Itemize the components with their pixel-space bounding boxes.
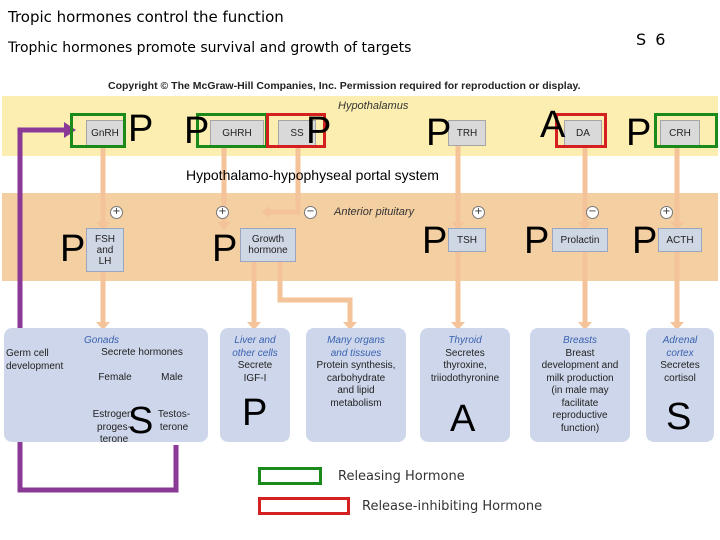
annotation-p: P — [212, 228, 238, 270]
annotation-a: A — [540, 104, 566, 146]
gonads-secrete: Secrete hormones — [101, 347, 183, 358]
adrenal-panel — [646, 328, 714, 442]
female-hormones: Estrogen, proges- terone — [92, 409, 136, 445]
hormone-ghrh: GHRH — [210, 120, 264, 146]
feedback-loop-line — [17, 127, 179, 493]
legend-inhibiting-label: Release-inhibiting Hormone — [362, 499, 543, 514]
arrowhead — [217, 222, 231, 230]
hormone-gnrh: GnRH — [86, 120, 124, 146]
annotation-p: P — [60, 228, 86, 270]
annotation-p: P — [524, 220, 550, 262]
pituitary-acth: ACTH — [658, 228, 702, 252]
pituitary-growth-hormone: Growth hormone — [240, 228, 296, 262]
stimulate-sign: + — [472, 206, 485, 219]
pituitary-fsh-lh: FSH and LH — [86, 228, 124, 272]
breasts-panel — [530, 328, 630, 442]
slide-subtitle: Trophic hormones promote survival and gr… — [8, 40, 412, 56]
thyroid-panel — [420, 328, 510, 442]
annotation-p: P — [306, 110, 332, 152]
hormone-trh: TRH — [448, 120, 486, 146]
annotation-p: P — [128, 108, 154, 150]
gonads-panel — [4, 328, 208, 442]
ss-inhibiting-highlight — [266, 113, 326, 148]
arrowhead — [96, 322, 110, 330]
liver-panel — [220, 328, 290, 442]
slide-title: Tropic hormones control the function — [8, 8, 284, 26]
legend-releasing-label: Releasing Hormone — [338, 469, 465, 484]
hormone-crh: CRH — [660, 120, 700, 146]
portal-system-label: Hypothalamo-hypophyseal portal system — [186, 167, 439, 183]
hormone-ss: SS — [278, 120, 316, 146]
organs-text: Many organs and tissues Protein synthesi… — [316, 335, 396, 409]
anterior-pituitary-label: Anterior pituitary — [334, 206, 415, 218]
legend-inhibiting-swatch — [258, 497, 350, 515]
arrowhead — [578, 222, 592, 230]
arrowhead — [247, 322, 261, 330]
inhibit-sign: − — [586, 206, 599, 219]
copyright-notice: Copyright © The McGraw-Hill Companies, I… — [108, 80, 581, 92]
gonads-title: Gonads — [84, 335, 120, 346]
stimulate-sign: + — [660, 206, 673, 219]
stimulate-sign: + — [110, 206, 123, 219]
annotation-s: S — [666, 396, 692, 438]
crh-releasing-highlight — [654, 113, 718, 148]
male-hormones: Testos- terone — [157, 409, 191, 433]
arrowhead — [343, 322, 357, 330]
adrenal-text: Adrenal cortex Secretes cortisol — [660, 335, 700, 384]
arrowhead — [451, 322, 465, 330]
annotation-p: P — [632, 220, 658, 262]
annotation-p: P — [426, 112, 452, 154]
organs-panel — [306, 328, 406, 442]
pituitary-prolactin: Prolactin — [552, 228, 608, 252]
arrowhead — [670, 322, 684, 330]
gnrh-releasing-highlight — [70, 113, 126, 148]
annotation-p: P — [626, 112, 652, 154]
inhibit-sign: − — [304, 206, 317, 219]
stimulate-sign: + — [216, 206, 229, 219]
arrow-gh-organs — [277, 262, 353, 322]
annotation-a: A — [450, 398, 476, 440]
arrowhead — [670, 222, 684, 230]
arrowhead — [96, 222, 110, 230]
arrow-ss-gh — [268, 145, 301, 215]
arrowhead — [578, 322, 592, 330]
liver-text: Liver and other cells Secrete IGF-I — [232, 335, 278, 384]
annotation-p: P — [422, 220, 448, 262]
pituitary-tsh: TSH — [448, 228, 486, 252]
annotation-s: S — [128, 400, 154, 442]
hypothalamus-label: Hypothalamus — [338, 100, 409, 112]
da-inhibiting-highlight — [555, 113, 607, 148]
female-label: Female — [98, 372, 132, 383]
arrowhead — [451, 222, 465, 230]
male-label: Male — [161, 372, 183, 383]
slide-number: S 6 — [636, 30, 668, 49]
annotation-p: P — [242, 392, 268, 434]
arrowhead — [261, 206, 270, 218]
breasts-text: Breasts Breast development and milk prod… — [541, 335, 619, 434]
annotation-p: P — [184, 110, 210, 152]
thyroid-text: Thyroid Secretes thyroxine, triiodothyro… — [430, 335, 500, 384]
germ-cell-development: Germ cell development — [6, 348, 64, 372]
legend-releasing-swatch — [258, 467, 322, 485]
